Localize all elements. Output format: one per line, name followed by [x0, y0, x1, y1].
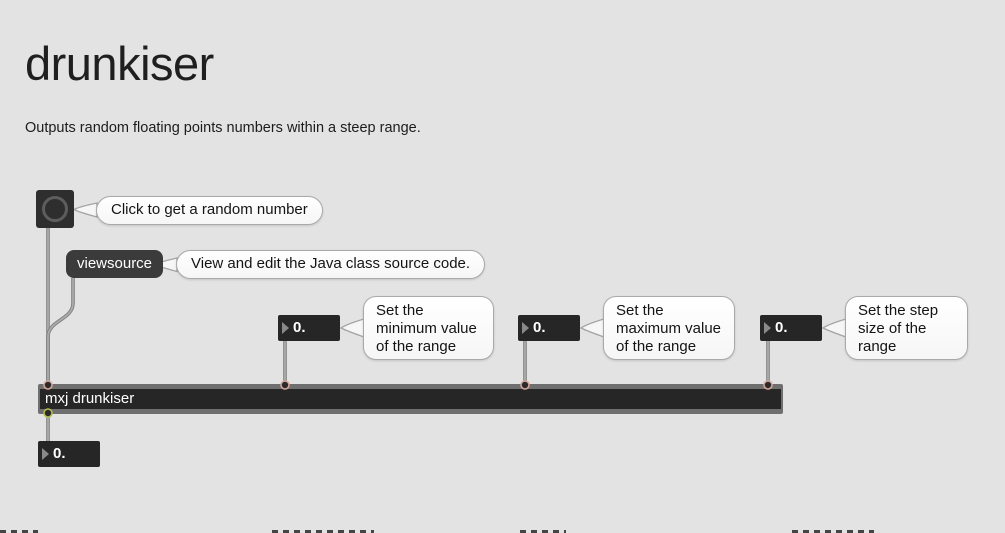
- number-value: 0.: [293, 319, 306, 336]
- cutoff-text-fragment: [0, 530, 38, 533]
- number-triangle-icon: [764, 322, 771, 334]
- patch-cord: [46, 278, 75, 386]
- number-value: 0.: [53, 445, 66, 462]
- number-triangle-icon: [282, 322, 289, 334]
- cutoff-text-fragment: [792, 530, 874, 533]
- comment-text: range: [858, 338, 897, 355]
- object-box-label: mxj drunkiser: [40, 389, 781, 409]
- bubble-tail: [72, 202, 98, 218]
- message-label: viewsource: [77, 255, 153, 272]
- bubble-tail: [821, 318, 847, 338]
- comment-text: Set the step: [858, 302, 939, 319]
- comment-bubble-step: Set the step size of the range: [845, 296, 968, 360]
- patch-cord: [47, 278, 74, 386]
- number-triangle-icon: [522, 322, 529, 334]
- bang-button[interactable]: [36, 190, 74, 228]
- comment-text: maximum value: [616, 320, 722, 337]
- number-box-step[interactable]: 0.: [760, 315, 822, 341]
- page-title: drunkiser: [25, 37, 214, 90]
- comment-text: size of the: [858, 320, 927, 337]
- comment-text: View and edit the Java class source code…: [191, 255, 471, 272]
- comment-bubble-minimum: Set the minimum value of the range: [363, 296, 494, 360]
- viewsource-message-box[interactable]: viewsource: [66, 250, 164, 278]
- number-box-maximum[interactable]: 0.: [518, 315, 580, 341]
- comment-text: of the range: [376, 338, 457, 355]
- comment-text: Click to get a random number: [111, 201, 308, 218]
- number-box-output[interactable]: 0.: [38, 441, 100, 467]
- comment-bubble-click: Click to get a random number: [96, 196, 323, 225]
- number-value: 0.: [775, 319, 788, 336]
- comment-text: of the range: [616, 338, 697, 355]
- bang-circle-icon: [42, 196, 68, 222]
- comment-text: Set the: [376, 302, 424, 319]
- cutoff-text-fragment: [520, 530, 566, 533]
- number-box-minimum[interactable]: 0.: [278, 315, 340, 341]
- comment-bubble-maximum: Set the maximum value of the range: [603, 296, 735, 360]
- bubble-tail: [579, 318, 605, 338]
- comment-text: Set the: [616, 302, 664, 319]
- mxj-drunkiser-object-box: mxj drunkiser: [38, 384, 783, 414]
- cutoff-text-fragment: [272, 530, 374, 533]
- number-value: 0.: [533, 319, 546, 336]
- bubble-tail: [339, 318, 365, 338]
- number-triangle-icon: [42, 448, 49, 460]
- comment-bubble-viewsource: View and edit the Java class source code…: [176, 250, 486, 279]
- comment-text: minimum value: [376, 320, 477, 337]
- page-subtitle: Outputs random floating points numbers w…: [25, 120, 421, 136]
